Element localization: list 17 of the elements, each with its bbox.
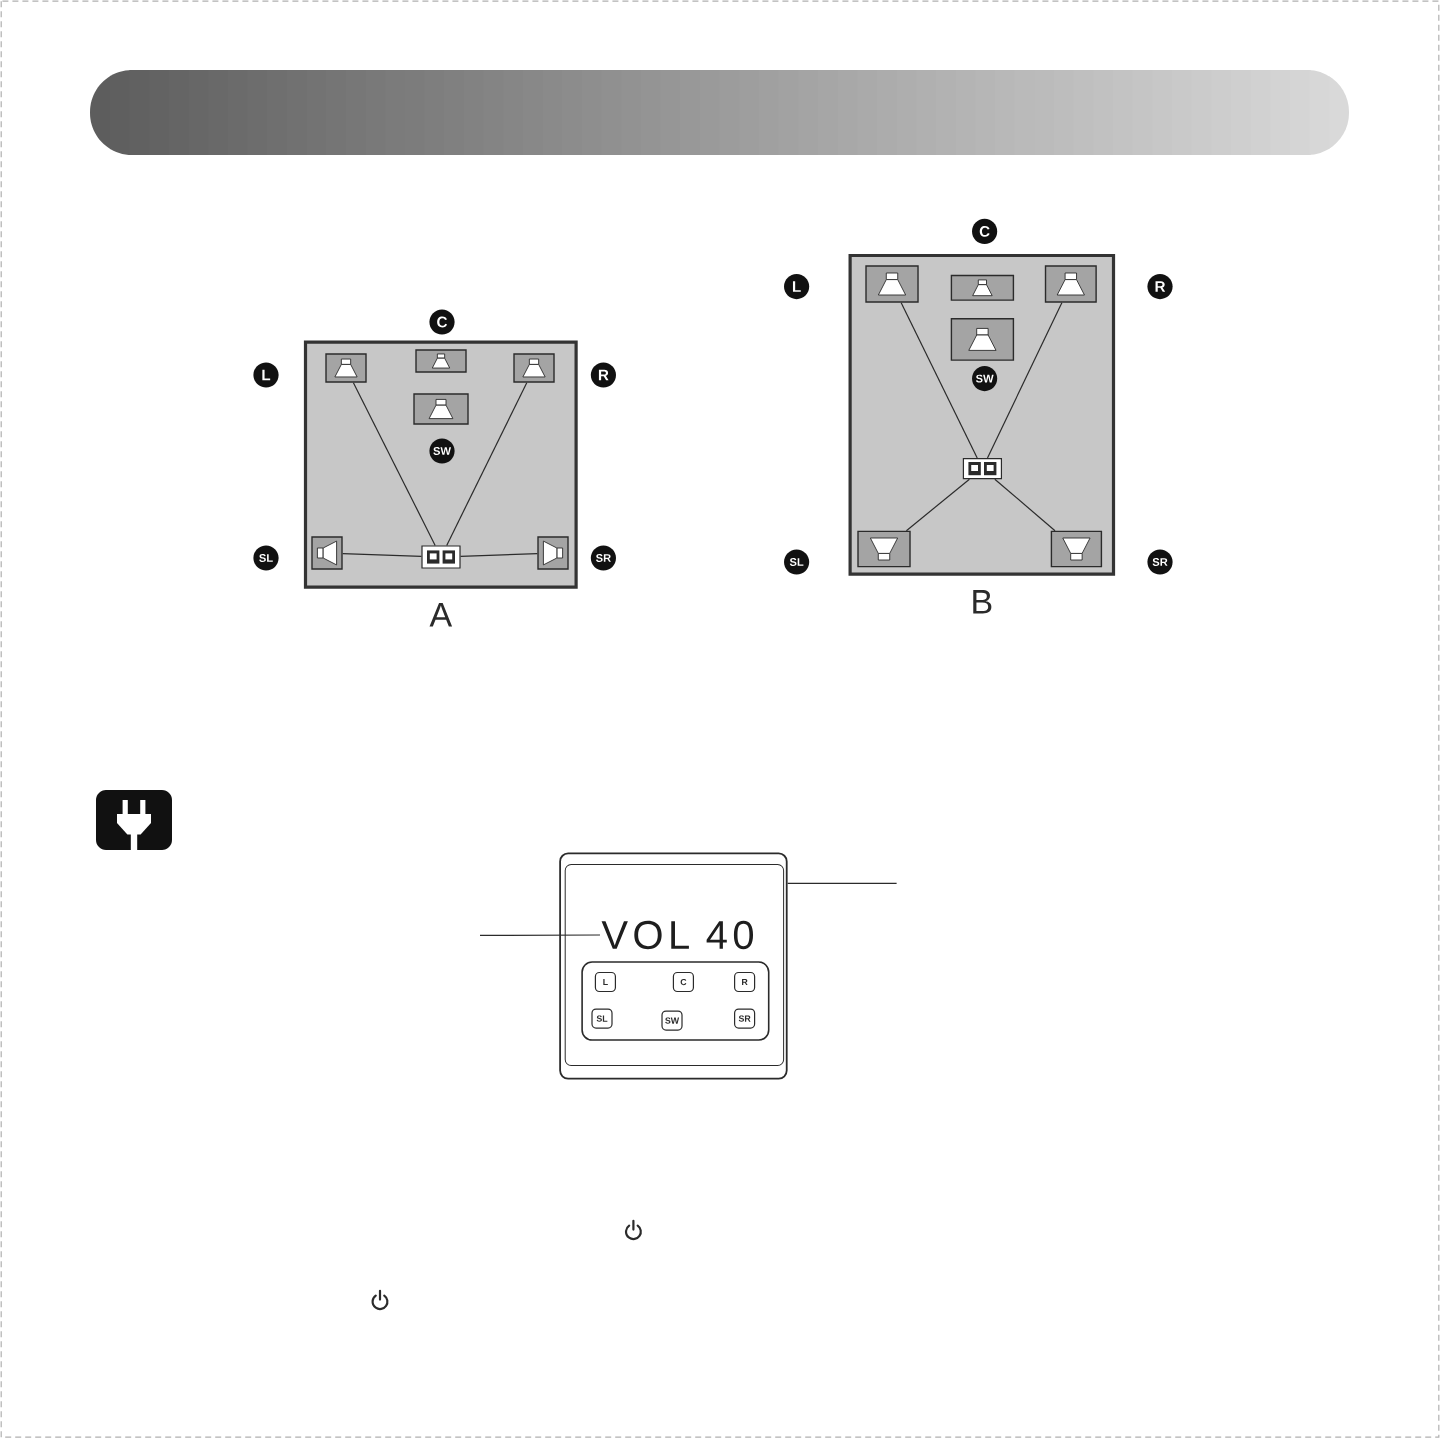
speaker-line (460, 552, 538, 557)
speaker-line (900, 302, 978, 459)
speaker-line (446, 382, 528, 546)
listener-seat-icon (962, 458, 1002, 480)
speaker-line (986, 302, 1063, 459)
speaker-line (352, 382, 436, 546)
caption-letter: A (429, 603, 453, 627)
speaker-line (342, 552, 422, 557)
display-panel (559, 852, 788, 1080)
leader-line (787, 882, 898, 884)
leader-line (479, 934, 601, 936)
listener-seat-icon (421, 545, 461, 569)
indicator-panel (581, 961, 770, 1041)
display-readout: VOL 40 (601, 920, 753, 950)
speaker-line (994, 478, 1056, 532)
caption-letter: B (973, 590, 992, 614)
speaker-line (905, 478, 971, 532)
